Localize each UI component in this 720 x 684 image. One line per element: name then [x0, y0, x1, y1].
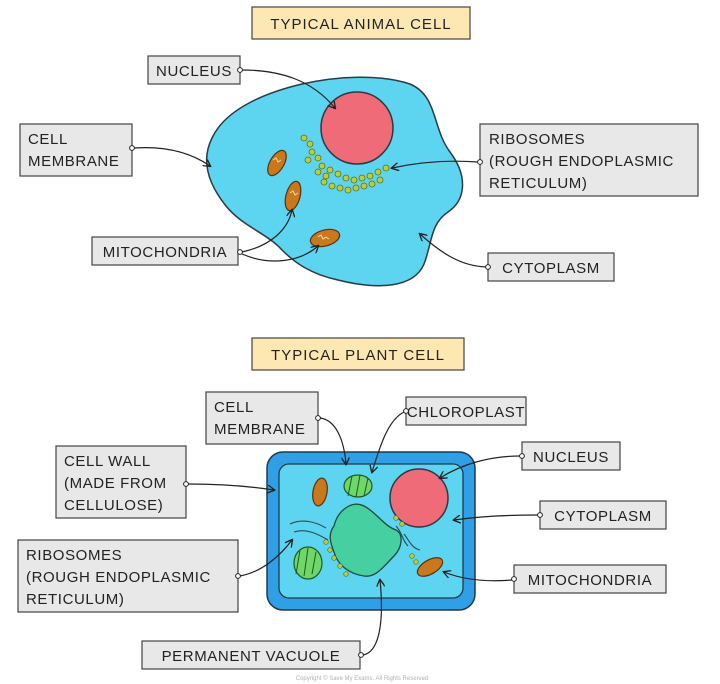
svg-text:RIBOSOMES: RIBOSOMES: [26, 547, 122, 564]
plant-label-cell-wall: CELL WALL (MADE FROM CELLULOSE): [55, 445, 274, 519]
plant-nucleus: [389, 468, 449, 528]
animal-cell-title: TYPICAL ANIMAL CELL: [270, 16, 451, 33]
animal-label-cell-membrane: CELL MEMBRANE: [19, 123, 210, 177]
svg-text:PERMANENT VACUOLE: PERMANENT VACUOLE: [162, 648, 341, 665]
svg-text:CYTOPLASM: CYTOPLASM: [554, 508, 652, 525]
svg-text:(ROUGH ENDOPLASMIC: (ROUGH ENDOPLASMIC: [26, 569, 211, 586]
plant-label-permanent-vacuole: PERMANENT VACUOLE: [141, 580, 381, 670]
plant-label-nucleus: NUCLEUS: [440, 441, 621, 478]
animal-label-cytoplasm: CYTOPLASM: [420, 234, 615, 282]
animal-nucleus: [320, 91, 394, 165]
plant-vacuole: [329, 503, 402, 577]
svg-text:CYTOPLASM: CYTOPLASM: [502, 260, 600, 277]
animal-cytoplasm: [205, 76, 464, 287]
svg-text:RIBOSOMES: RIBOSOMES: [489, 131, 585, 148]
svg-text:NUCLEUS: NUCLEUS: [156, 63, 232, 80]
svg-text:MITOCHONDRIA: MITOCHONDRIA: [103, 244, 227, 261]
plant-ribosomes: [323, 515, 419, 577]
svg-text:MEMBRANE: MEMBRANE: [214, 421, 305, 438]
plant-title-box: [251, 337, 465, 371]
plant-mitochondria: [312, 477, 444, 577]
animal-cell: TYPICAL ANIMAL CELL: [19, 6, 699, 287]
svg-text:(MADE FROM: (MADE FROM: [64, 475, 167, 492]
svg-text:CELLULOSE): CELLULOSE): [64, 497, 163, 514]
svg-text:RETICULUM): RETICULUM): [489, 175, 588, 192]
plant-label-cell-membrane: CELL MEMBRANE: [205, 391, 346, 464]
svg-text:NUCLEUS: NUCLEUS: [533, 449, 609, 466]
svg-text:(ROUGH ENDOPLASMIC: (ROUGH ENDOPLASMIC: [489, 153, 674, 170]
svg-text:CELL: CELL: [28, 131, 68, 148]
animal-label-nucleus: NUCLEUS: [147, 55, 335, 108]
plant-rough-er: [289, 520, 421, 551]
animal-ribosomes: [300, 134, 390, 194]
plant-label-chloroplast: CHLOROPLAST: [372, 396, 527, 472]
copyright-notice: Copyright © Save My Exams. All Rights Re…: [296, 675, 428, 682]
svg-text:CELL WALL: CELL WALL: [64, 453, 151, 470]
plant-cell-title: TYPICAL PLANT CELL: [271, 347, 445, 364]
plant-label-cytoplasm: CYTOPLASM: [454, 500, 667, 530]
svg-text:MEMBRANE: MEMBRANE: [28, 153, 119, 170]
plant-label-mitochondria: MITOCHONDRIA: [444, 564, 667, 594]
plant-cell: TYPICAL PLANT CELL: [17, 337, 667, 670]
plant-label-ribosomes: RIBOSOMES (ROUGH ENDOPLASMIC RETICULUM): [17, 540, 292, 613]
animal-label-mitochondria: MITOCHONDRIA: [91, 210, 318, 266]
svg-text:MITOCHONDRIA: MITOCHONDRIA: [528, 572, 652, 589]
svg-text:RETICULUM): RETICULUM): [26, 591, 125, 608]
animal-title-box: [251, 6, 471, 40]
svg-text:CELL: CELL: [214, 399, 254, 416]
svg-text:CHLOROPLAST: CHLOROPLAST: [407, 404, 525, 421]
animal-label-ribosomes: RIBOSOMES (ROUGH ENDOPLASMIC RETICULUM): [392, 123, 699, 197]
